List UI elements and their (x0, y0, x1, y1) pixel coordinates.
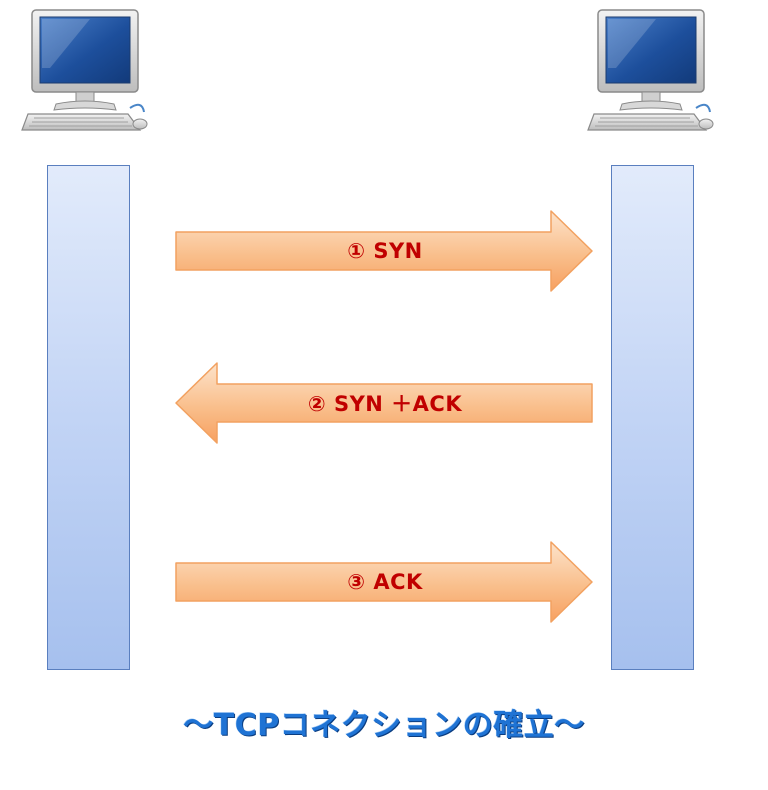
syn-ack-label: ② SYN ＋ACK (307, 392, 463, 416)
client-lifeline (47, 165, 130, 670)
syn-label: ① SYN (347, 239, 423, 263)
computer-icon (20, 8, 150, 136)
ack-label: ③ ACK (347, 570, 423, 594)
diagram-title: 〜TCPコネクションの確立〜 (183, 708, 585, 743)
syn-arrow: ① SYN (175, 210, 595, 292)
server-lifeline (611, 165, 694, 670)
computer-icon (586, 8, 716, 136)
syn-ack-arrow: ② SYN ＋ACK (175, 362, 595, 444)
ack-arrow: ③ ACK (175, 541, 595, 623)
